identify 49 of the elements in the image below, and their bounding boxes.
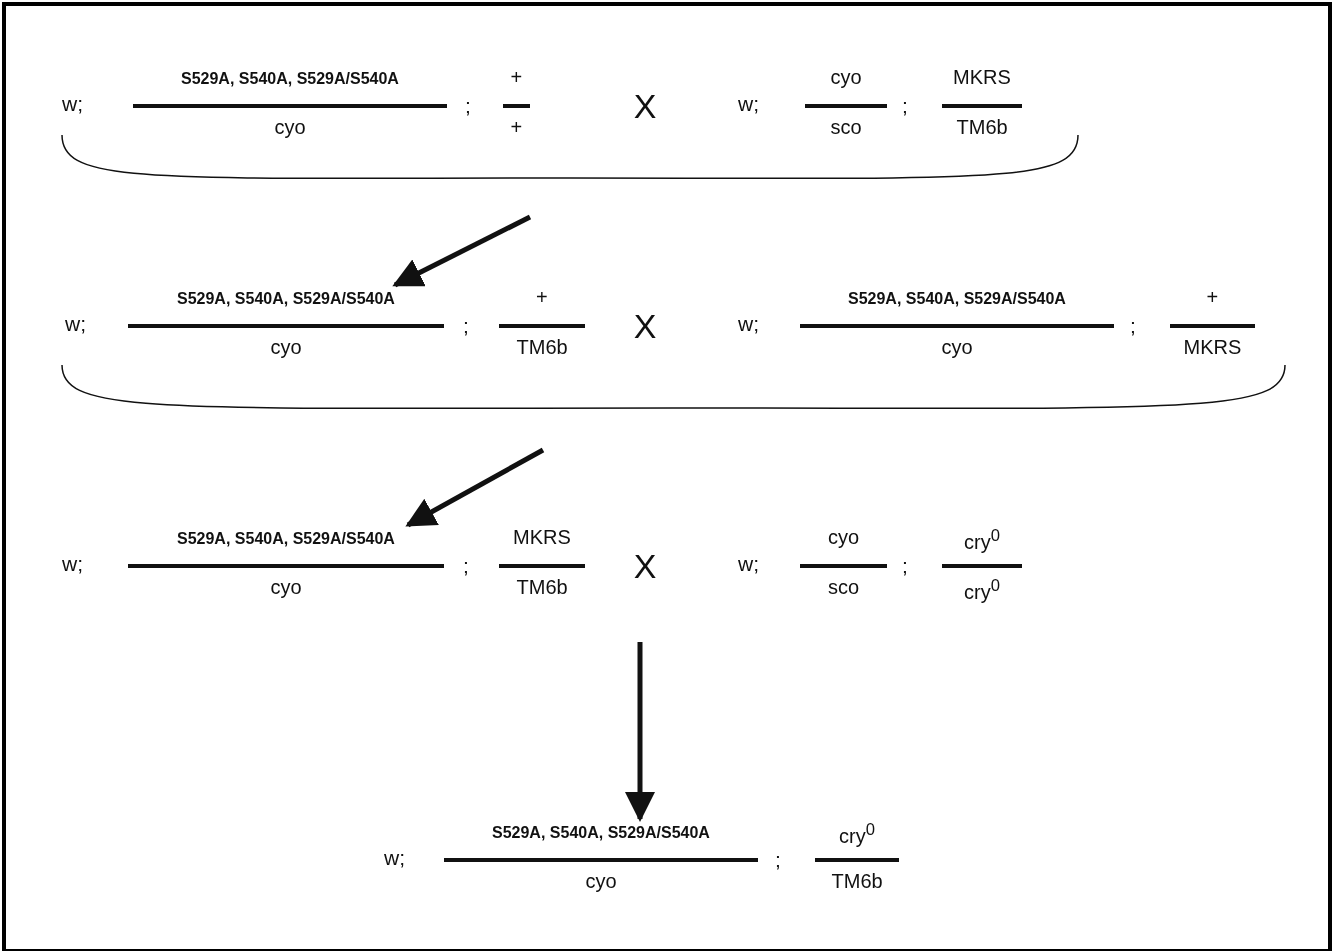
allele-label: cyo	[270, 336, 302, 359]
allele-label: MKRS	[953, 66, 1011, 89]
separator: ;	[463, 314, 469, 338]
separator: ;	[902, 554, 908, 578]
separator: ;	[465, 94, 471, 118]
cross-symbol: X	[633, 306, 657, 346]
allele-label: cyo	[830, 66, 862, 89]
allele-label: sco	[830, 116, 862, 139]
arrow	[392, 214, 532, 288]
allele-label: cry$^{0}$	[964, 576, 1000, 604]
separator: ;	[463, 554, 469, 578]
strain-label: w;	[738, 92, 759, 116]
allele-label: MKRS	[513, 526, 571, 549]
allele-label: TM6b	[956, 116, 1008, 139]
allele-label: S529A, S540A, S529A/S540A	[848, 290, 1066, 308]
allele-label: +	[536, 286, 548, 309]
allele-label: S529A, S540A, S529A/S540A	[177, 530, 395, 548]
allele-label: +	[1206, 286, 1219, 309]
allele-label: cry$^{0}$	[839, 820, 875, 848]
allele-label: sco	[828, 576, 860, 599]
strain-label: w;	[62, 552, 83, 576]
genotype	[738, 526, 1024, 606]
allele-label: MKRS	[1183, 336, 1242, 359]
strain-label: w;	[384, 846, 405, 870]
allele-label: S529A, S540A, S529A/S540A	[181, 70, 399, 88]
allele-label: cyo	[585, 870, 617, 893]
cross-symbol: X	[633, 546, 657, 586]
allele-label: cry$^{0}$	[964, 526, 1000, 554]
allele-label: TM6b	[831, 870, 883, 893]
allele-label: TM6b	[516, 576, 568, 599]
allele-label: cyo	[941, 336, 973, 359]
allele-label: cyo	[828, 526, 860, 549]
strain-label: w;	[738, 312, 759, 336]
allele-label: cyo	[270, 576, 302, 599]
allele-label: TM6b	[516, 336, 568, 359]
allele-label: +	[510, 66, 523, 89]
allele-label: S529A, S540A, S529A/S540A	[492, 824, 710, 842]
strain-label: w;	[65, 312, 86, 336]
cross-symbol: X	[633, 86, 657, 126]
separator: ;	[1130, 314, 1136, 338]
separator: ;	[902, 94, 908, 118]
allele-label: cyo	[274, 116, 306, 139]
strain-label: w;	[738, 552, 759, 576]
strain-label: w;	[62, 92, 83, 116]
allele-label: S529A, S540A, S529A/S540A	[177, 290, 395, 308]
arrow	[625, 642, 655, 822]
arrow	[405, 447, 545, 528]
allele-label: +	[510, 116, 523, 139]
separator: ;	[775, 848, 781, 872]
